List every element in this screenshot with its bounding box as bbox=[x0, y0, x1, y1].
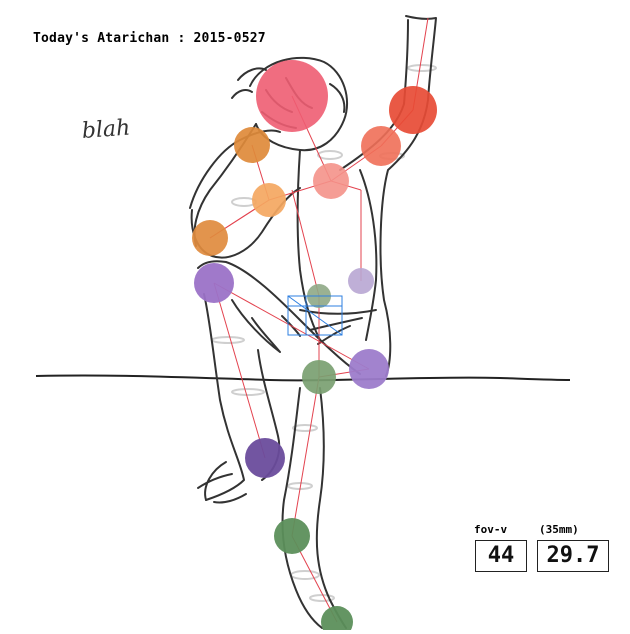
hip-strokes bbox=[281, 309, 377, 345]
focal-label: (35mm) bbox=[539, 523, 579, 536]
hip-center-joint[interactable] bbox=[302, 360, 336, 394]
right-elbow-joint[interactable] bbox=[361, 126, 401, 166]
right-wrist-joint[interactable] bbox=[389, 86, 437, 134]
left-foot-outline bbox=[197, 461, 247, 504]
right-arm-outline bbox=[379, 15, 437, 377]
page-title: Today's Atarichan : 2015-0527 bbox=[33, 31, 266, 46]
fov-value-field[interactable]: 44 bbox=[475, 540, 527, 572]
left-thigh-outline bbox=[197, 260, 361, 501]
transform-gizmo-icon[interactable] bbox=[287, 295, 343, 336]
right-knee-joint[interactable] bbox=[349, 349, 389, 389]
head-joint[interactable] bbox=[256, 60, 328, 132]
right-foot-joint[interactable] bbox=[321, 606, 353, 634]
scribble-text: blah bbox=[81, 116, 131, 144]
focal-length-field[interactable]: 29.7 bbox=[537, 540, 609, 572]
right-shoulder-joint[interactable] bbox=[313, 163, 349, 199]
handwritten-note: blah bbox=[81, 116, 131, 144]
torso-outline bbox=[296, 149, 321, 341]
left-elbow-joint[interactable] bbox=[192, 220, 228, 256]
right-hip-joint[interactable] bbox=[348, 268, 374, 294]
joint-markers[interactable] bbox=[192, 60, 437, 634]
left-knee-joint[interactable] bbox=[245, 438, 285, 478]
right-ankle-joint[interactable] bbox=[274, 518, 310, 554]
left-hand-joint[interactable] bbox=[234, 127, 270, 163]
left-hip-joint[interactable] bbox=[194, 263, 234, 303]
fov-label: fov-v bbox=[474, 523, 508, 536]
left-shoulder-joint[interactable] bbox=[252, 183, 286, 217]
chest-outline bbox=[359, 169, 378, 341]
head-outline bbox=[249, 56, 349, 152]
right-leg-outline bbox=[281, 387, 347, 629]
